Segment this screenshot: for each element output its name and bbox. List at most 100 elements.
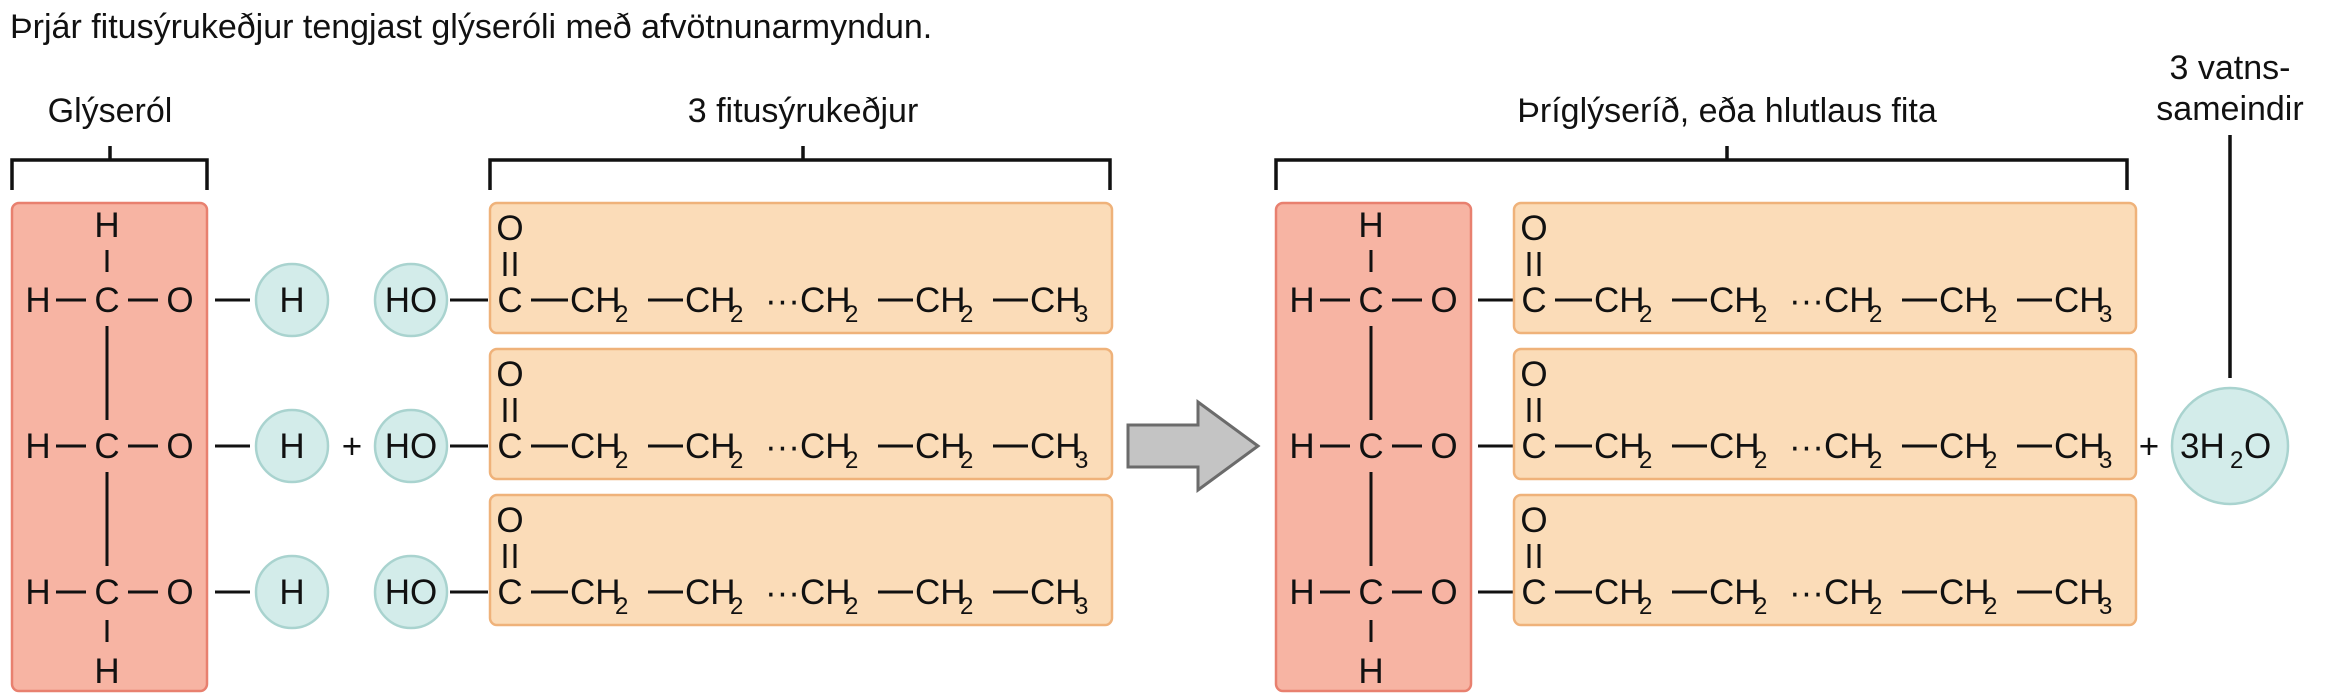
glycerol-bracket [10,146,209,190]
reactant-chain-1-ch3-ch: CH [1030,281,1081,320]
reactant-top-h: H [94,206,119,245]
product-chain-3-box [1512,493,2138,627]
reactant-chain-3-ch2-4-sub: 2 [960,593,973,620]
triglyceride-bracket [1274,146,2129,190]
product-chain-1-ch2-3-ch: CH [1824,281,1875,320]
reactant-chain-2-ch2-3-sub: 2 [845,447,858,474]
reactant-ho-circle-2 [373,408,449,484]
reactant-hydrogen-2: H [279,427,304,466]
product-chain-2-box [1512,347,2138,481]
reactant-chain-3-ch2-4-ch: CH [915,573,966,612]
reactant-glycerol-box [10,201,209,693]
product-plus-sign: + [2139,427,2159,466]
reactant-hydroxyl-2: HO [385,427,438,466]
product-o-3: O [1430,573,1457,612]
reactant-chain-1-ch2-3-ch: CH [800,281,851,320]
reactant-ho-circle-3 [373,554,449,630]
reactant-chain-1-ch2-2-ch: CH [685,281,736,320]
product-chain-1-box [1512,201,2138,335]
reactant-chain-3-ellipsis: ··· [765,573,800,612]
reactant-chain-1-ch2-2-sub: 2 [730,301,743,328]
reactant-chain-3-ch3-ch: CH [1030,573,1081,612]
product-chain-3-ch2-3-ch: CH [1824,573,1875,612]
product-chain-3-ch2-4-ch: CH [1939,573,1990,612]
reactant-chain-2-ch3-sub: 3 [1075,447,1088,474]
reactant-hydroxyl-1: HO [385,281,438,320]
reactant-c-1: C [94,281,119,320]
triglyceride-label: Þríglýseríð, eða hlutlaus fita [1517,92,1937,130]
reactant-h-1: H [25,281,50,320]
product-chain-1-ch2-2-ch: CH [1709,281,1760,320]
product-h-2: H [1289,427,1314,466]
product-chain-2-carbonyl-c: C [1521,427,1546,466]
reactant-chain-2-ellipsis: ··· [765,427,800,466]
product-chain-3-carbonyl-o: O [1520,501,1547,540]
reactant-chain-3-carbonyl-o: O [496,501,523,540]
reactant-chain-2-ch2-2-ch: CH [685,427,736,466]
product-chain-3-ch2-2-ch: CH [1709,573,1760,612]
product-chain-3-ellipsis: ··· [1789,573,1824,612]
water-label-line1: 3 vatns- [2170,49,2291,87]
reactant-chain-3-ch2-1-ch: CH [570,573,621,612]
reactant-chain-3-ch2-2-sub: 2 [730,593,743,620]
reactant-chain-1-carbonyl-o: O [496,209,523,248]
reactant-chain-1-ch2-1-ch: CH [570,281,621,320]
product-chain-3-ch2-1-ch: CH [1594,573,1645,612]
caption: Þrjár fitusýrukeðjur tengjast glýseróli … [10,8,932,46]
reactant-h-2: H [25,427,50,466]
product-chain-1-ch2-3-sub: 2 [1869,301,1882,328]
water-circle [2170,386,2290,506]
product-glycerol-box [1274,201,1473,693]
product-chain-2-ch3-ch: CH [2054,427,2105,466]
reactant-chain-2-ch2-4-ch: CH [915,427,966,466]
product-chain-3-ch2-3-sub: 2 [1869,593,1882,620]
reactant-chain-1-box [488,201,1114,335]
reactant-o-2: O [166,427,193,466]
reactant-c-2: C [94,427,119,466]
product-chain-1-ellipsis: ··· [1789,281,1824,320]
reactant-bottom-h: H [94,652,119,691]
product-chain-1-ch3-sub: 3 [2099,301,2112,328]
product-chain-2-ellipsis: ··· [1789,427,1824,466]
reactant-chain-1-ch2-1-sub: 2 [615,301,628,328]
product-chain-1-carbonyl-o: O [1520,209,1547,248]
product-chain-3-ch3-sub: 3 [2099,593,2112,620]
reactant-hydrogen-3: H [279,573,304,612]
glycerol-label: Glýseról [48,92,173,130]
reactant-chain-3-ch2-3-ch: CH [800,573,851,612]
water-formula-3h: 3H [2180,427,2225,466]
product-chain-1-ch2-4-ch: CH [1939,281,1990,320]
product-chain-2-ch2-2-sub: 2 [1754,447,1767,474]
reactant-chain-3-ch2-1-sub: 2 [615,593,628,620]
reactant-h-3: H [25,573,50,612]
product-chain-2-ch2-3-sub: 2 [1869,447,1882,474]
reactant-chain-3-carbonyl-c: C [497,573,522,612]
reactant-ho-circle-1 [373,262,449,338]
product-chain-3-ch3-ch: CH [2054,573,2105,612]
water-formula-sub: 2 [2230,447,2243,474]
product-h-3: H [1289,573,1314,612]
product-c-1: C [1358,281,1383,320]
reactant-chain-1-ch3-sub: 3 [1075,301,1088,328]
reactant-chain-2-box [488,347,1114,481]
reactant-chain-1-ellipsis: ··· [765,281,800,320]
reactant-chain-2-ch3-ch: CH [1030,427,1081,466]
reactant-chain-2-carbonyl-c: C [497,427,522,466]
reactant-chain-1-carbonyl-c: C [497,281,522,320]
reactant-chain-2-ch2-1-sub: 2 [615,447,628,474]
product-chain-2-ch2-1-ch: CH [1594,427,1645,466]
product-chain-3-ch2-4-sub: 2 [1984,593,1997,620]
reactant-chain-3-ch3-sub: 3 [1075,593,1088,620]
fatty-acids-bracket [488,146,1112,190]
product-chain-1-ch2-2-sub: 2 [1754,301,1767,328]
reactant-chain-1-ch2-4-sub: 2 [960,301,973,328]
water-formula-o: O [2244,427,2271,466]
product-chain-2-ch2-1-sub: 2 [1639,447,1652,474]
reactant-chain-3-box [488,493,1114,627]
product-top-h: H [1358,206,1383,245]
reactant-chain-2-ch2-3-ch: CH [800,427,851,466]
product-o-1: O [1430,281,1457,320]
product-chain-2-ch3-sub: 3 [2099,447,2112,474]
reactant-chain-1-ch2-4-ch: CH [915,281,966,320]
